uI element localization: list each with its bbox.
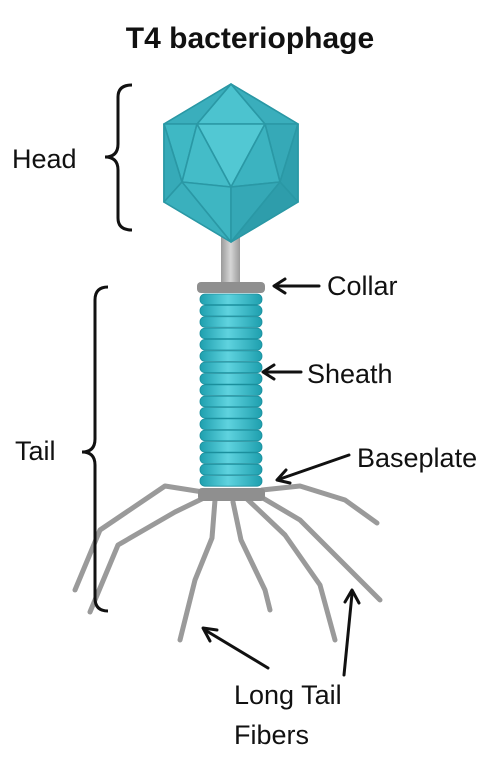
- tail-bracket: [81, 285, 109, 613]
- tail-fiber: [177, 497, 218, 643]
- tail-fiber: [230, 499, 273, 613]
- fibers-left-arrow: [201, 626, 270, 670]
- sheath-ring: [199, 373, 263, 385]
- head-label: Head: [12, 144, 77, 174]
- baseplate-label: Baseplate: [357, 443, 478, 473]
- sheath-ring: [199, 338, 263, 351]
- sheath-ring: [199, 327, 263, 340]
- baseplate-arrow: [275, 453, 351, 485]
- sheath-label: Sheath: [307, 359, 393, 389]
- fibers-right-arrow: [342, 588, 361, 677]
- sheath-ring: [199, 407, 263, 419]
- sheath-ring: [199, 463, 263, 476]
- collar-arrow: [272, 277, 321, 295]
- sheath-ring: [199, 384, 263, 396]
- baseplate: [198, 488, 265, 501]
- fibers-label-line2: Fibers: [234, 720, 310, 750]
- tail-fiber: [243, 495, 338, 643]
- tail-fibers: [72, 483, 383, 643]
- sheath-ring: [199, 441, 263, 453]
- sheath-ring: [199, 350, 263, 362]
- sheath-ring: [199, 418, 263, 430]
- sheath-ring: [199, 475, 263, 487]
- diagram-title: T4 bacteriophage: [125, 22, 375, 55]
- sheath-ring: [199, 361, 263, 374]
- collar-label: Collar: [327, 271, 398, 301]
- sheath-ring: [199, 304, 263, 317]
- head-bracket: [104, 83, 133, 232]
- tail-fiber: [253, 491, 383, 603]
- collar: [197, 282, 265, 293]
- tail-fiber: [72, 483, 206, 593]
- sheath-ring: [199, 395, 263, 408]
- fibers-label-line1: Long Tail: [234, 680, 342, 710]
- tail-label: Tail: [15, 436, 56, 466]
- tail-fiber: [87, 492, 213, 615]
- sheath-ring: [199, 452, 263, 464]
- sheath-ring: [199, 429, 263, 442]
- sheath: [199, 293, 263, 487]
- sheath-ring: [199, 293, 263, 306]
- neck: [221, 232, 240, 284]
- sheath-arrow: [261, 363, 303, 381]
- sheath-ring: [199, 316, 263, 328]
- capsid-icon: [163, 83, 299, 243]
- tail-fiber: [259, 483, 380, 526]
